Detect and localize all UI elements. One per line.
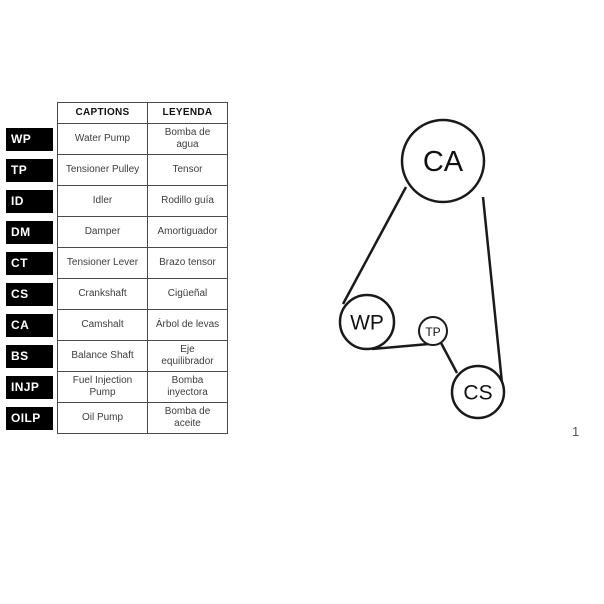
table-row: ID Idler Rodillo guía: [6, 185, 228, 217]
table-row: CT Tensioner Lever Brazo tensor: [6, 247, 228, 279]
table-row: OILP Oil Pump Bomba de aceite: [6, 402, 228, 434]
ca-pulley-label: CA: [423, 146, 464, 178]
leyenda-cell: Tensor: [147, 154, 228, 186]
ca-pulley-circle: [400, 118, 486, 204]
belt-segment-wp-tp: [371, 342, 430, 351]
belt-segment-cs-ca: [481, 196, 504, 384]
table-row: DM Damper Amortiguador: [6, 216, 228, 248]
belt-segment-tp-cs: [438, 340, 459, 374]
leyenda-cell: Eje equilibrador: [147, 340, 228, 372]
abbr-cell: CS: [6, 282, 53, 306]
abbr-cell: DM: [6, 220, 53, 244]
leyenda-cell: Cigüeñal: [147, 278, 228, 310]
wp-pulley-label: WP: [350, 312, 384, 335]
table-row: CS Crankshaft Cigüeñal: [6, 278, 228, 310]
page-number: 1: [572, 424, 580, 439]
caption-cell: Water Pump: [57, 123, 148, 155]
leyenda-cell: Árbol de levas: [147, 309, 228, 341]
abbr-cell: WP: [6, 127, 53, 151]
tp-pulley-circle: [418, 316, 448, 346]
table-row: CA Camshalt Árbol de levas: [6, 309, 228, 341]
belt-segment-ca-wp: [341, 186, 408, 305]
abbr-cell: OILP: [6, 406, 53, 430]
caption-cell: Tensioner Pulley: [57, 154, 148, 186]
abbr-cell: TP: [6, 158, 53, 182]
leyenda-cell: Rodillo guía: [147, 185, 228, 217]
cs-pulley-circle: [450, 364, 506, 420]
leyenda-cell: Amortiguador: [147, 216, 228, 248]
caption-cell: Crankshaft: [57, 278, 148, 310]
table-row: WP Water Pump Bomba de agua: [6, 123, 228, 155]
cs-pulley-label: CS: [463, 382, 492, 405]
header-leyenda: LEYENDA: [147, 102, 228, 124]
caption-cell: Camshalt: [57, 309, 148, 341]
table-row: INJP Fuel Injection Pump Bomba inyectora: [6, 371, 228, 403]
legend-table: CAPTIONS LEYENDA WP Water Pump Bomba de …: [6, 102, 228, 434]
caption-cell: Oil Pump: [57, 402, 148, 434]
leyenda-cell: Brazo tensor: [147, 247, 228, 279]
abbr-cell: ID: [6, 189, 53, 213]
abbr-cell: BS: [6, 344, 53, 368]
leyenda-cell: Bomba de aceite: [147, 402, 228, 434]
table-header-row: CAPTIONS LEYENDA: [6, 102, 228, 124]
leyenda-cell: Bomba inyectora: [147, 371, 228, 403]
abbr-cell: CA: [6, 313, 53, 337]
caption-cell: Idler: [57, 185, 148, 217]
abbr-cell: CT: [6, 251, 53, 275]
caption-cell: Damper: [57, 216, 148, 248]
wp-pulley-circle: [338, 293, 396, 351]
table-row: BS Balance Shaft Eje equilibrador: [6, 340, 228, 372]
caption-cell: Fuel Injection Pump: [57, 371, 148, 403]
table-row: TP Tensioner Pulley Tensor: [6, 154, 228, 186]
header-captions: CAPTIONS: [57, 102, 148, 124]
abbr-cell: INJP: [6, 375, 53, 399]
caption-cell: Tensioner Lever: [57, 247, 148, 279]
leyenda-cell: Bomba de agua: [147, 123, 228, 155]
tp-pulley-label: TP: [425, 325, 440, 339]
